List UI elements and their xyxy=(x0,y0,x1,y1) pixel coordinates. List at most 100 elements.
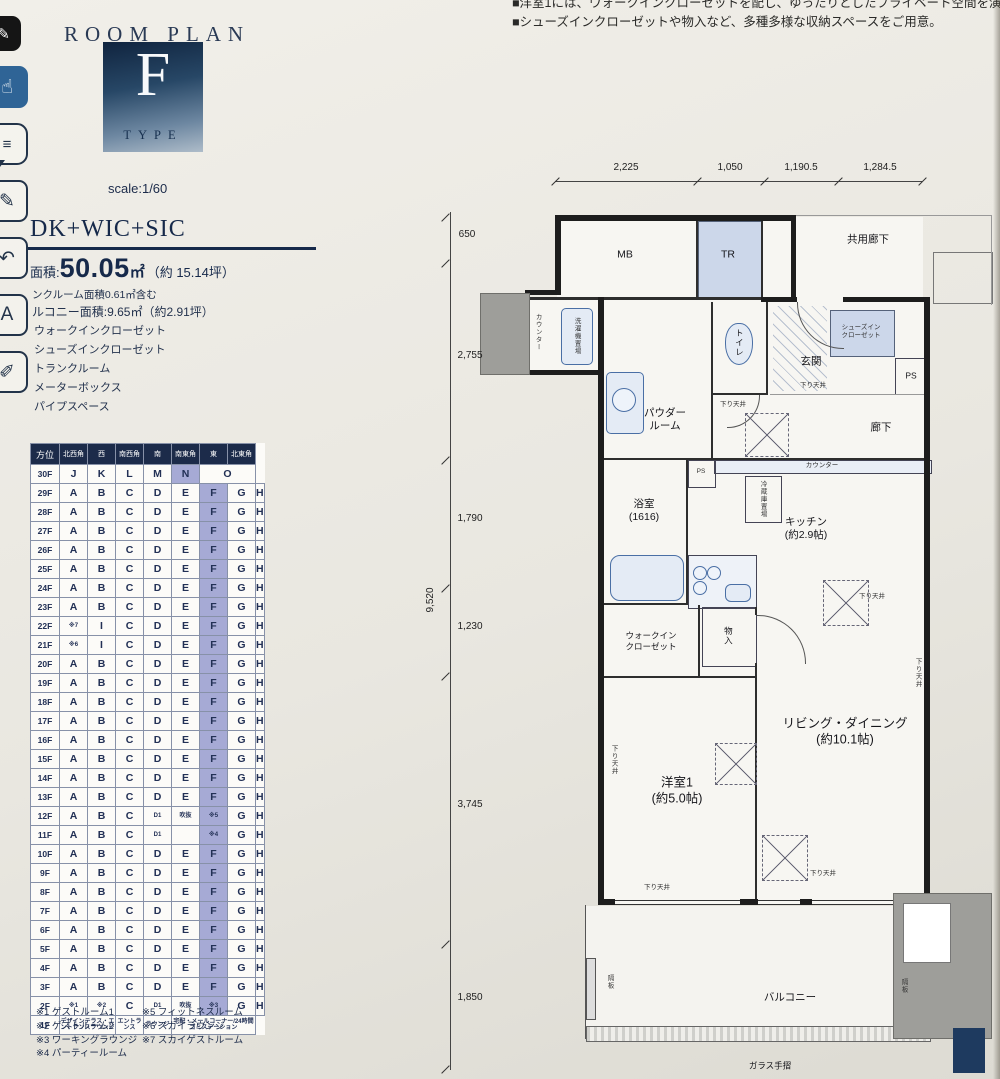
floor-label: 15F xyxy=(30,749,60,769)
unit-cell: D xyxy=(143,958,172,978)
unit-cell: B xyxy=(87,768,116,788)
unit-cell: A xyxy=(59,768,88,788)
plan-graphic xyxy=(711,302,713,458)
floor-label: 11F xyxy=(30,825,60,845)
storage-closet xyxy=(702,607,757,667)
unit-cell: E xyxy=(171,559,200,579)
plan-graphic xyxy=(711,393,768,395)
unit-cell: C xyxy=(115,559,144,579)
window xyxy=(758,900,800,905)
plan-graphic xyxy=(745,413,789,457)
unit-cell: 吹抜 xyxy=(171,806,200,826)
fridge-space xyxy=(745,476,782,523)
unit-cell: A xyxy=(59,711,88,731)
unit-cell: H xyxy=(255,825,265,845)
unit-cell: B xyxy=(87,711,116,731)
dim-left: 1,230 xyxy=(457,620,483,632)
unit-cell: E xyxy=(171,768,200,788)
unit-cell: E xyxy=(171,711,200,731)
pen-tool-icon[interactable]: ✎ xyxy=(0,180,28,222)
area-value: 50.05 xyxy=(59,253,130,283)
unit-cell: H xyxy=(255,958,265,978)
unit-cell: E xyxy=(171,540,200,560)
annotation-toolbar: ✎ ☝ ≡ ✎ ↶ A ✐ xyxy=(0,16,28,393)
plan-graphic xyxy=(604,603,688,605)
unit-cell: C xyxy=(115,616,144,636)
unit-cell: F xyxy=(199,787,228,807)
unit-cell: N xyxy=(171,464,200,484)
unit-cell: C xyxy=(115,958,144,978)
unit-cell: ※4 xyxy=(199,825,228,845)
unit-cell: C xyxy=(115,920,144,940)
unit-cell: F xyxy=(199,521,228,541)
unit-cell: F xyxy=(199,844,228,864)
unit-cell: F xyxy=(199,711,228,731)
floor-label: 25F xyxy=(30,559,60,579)
unit-cell: H xyxy=(255,673,265,693)
floor-label: 9F xyxy=(30,863,60,883)
comment-tool-icon[interactable]: ≡ xyxy=(0,123,28,167)
unit-cell: A xyxy=(59,806,88,826)
unit-cell: A xyxy=(59,939,88,959)
type-letter: F xyxy=(135,41,171,109)
unit-cell: E xyxy=(171,635,200,655)
unit-cell: D xyxy=(143,597,172,617)
unit-cell: F xyxy=(199,920,228,940)
unit-cell: F xyxy=(199,673,228,693)
unit-cell: H xyxy=(255,882,265,902)
unit-cell: G xyxy=(227,502,256,522)
plan-graphic xyxy=(604,458,930,460)
stove-burner xyxy=(693,581,707,595)
unit-cell: B xyxy=(87,920,116,940)
unit-cell: D xyxy=(143,844,172,864)
label-kitchen: キッチン (約2.9帖) xyxy=(784,515,828,541)
text-tool-icon[interactable]: A xyxy=(0,294,28,336)
plan-graphic xyxy=(800,899,812,905)
plan-graphic xyxy=(598,899,615,905)
floor-label: 30F xyxy=(30,464,60,484)
label-washer: 洗濯機置場 xyxy=(573,317,581,355)
hand-tool-icon[interactable]: ☝ xyxy=(0,66,28,108)
dim-top: 1,050 xyxy=(717,161,743,173)
unit-cell: A xyxy=(59,977,88,997)
dim-top: 2,225 xyxy=(613,161,639,173)
label-bathroom: 浴室 (1616) xyxy=(628,497,660,523)
plan-graphic xyxy=(924,297,930,905)
plan-graphic xyxy=(991,215,992,305)
unit-cell: B xyxy=(87,692,116,712)
floor-label: 27F xyxy=(30,521,60,541)
floor-label: 19F xyxy=(30,673,60,693)
washer-space xyxy=(561,308,593,365)
unit-cell: G xyxy=(227,977,256,997)
floor-label: 8F xyxy=(30,882,60,902)
unit-cell: H xyxy=(255,787,265,807)
unit-cell: B xyxy=(87,958,116,978)
label-lowered-ceiling: 下り天井 xyxy=(859,592,885,600)
unit-cell: D xyxy=(143,559,172,579)
unit-cell: G xyxy=(227,844,256,864)
stove-burner xyxy=(707,566,721,580)
unit-cell: A xyxy=(59,882,88,902)
unit-cell: G xyxy=(227,730,256,750)
plan-graphic xyxy=(766,302,768,395)
floor-label: 22F xyxy=(30,616,60,636)
unit-cell: G xyxy=(227,939,256,959)
undo-icon[interactable]: ↶ xyxy=(0,237,28,279)
unit-cell: G xyxy=(227,882,256,902)
unit-cell: ※7 xyxy=(59,616,88,636)
unit-cell: F xyxy=(199,616,228,636)
unit-cell: C xyxy=(115,711,144,731)
trunk-note: ンクルーム面積0.61㎡含む xyxy=(32,289,157,301)
unit-cell: C xyxy=(115,502,144,522)
highlighter-icon[interactable]: ✐ xyxy=(0,351,28,393)
unit-cell: D xyxy=(143,939,172,959)
markup-icon[interactable]: ✎ xyxy=(0,16,21,51)
note-item: ※1 ゲストルーム1 xyxy=(36,1007,114,1018)
label-lowered-ceiling: 下り天井 xyxy=(720,400,746,408)
